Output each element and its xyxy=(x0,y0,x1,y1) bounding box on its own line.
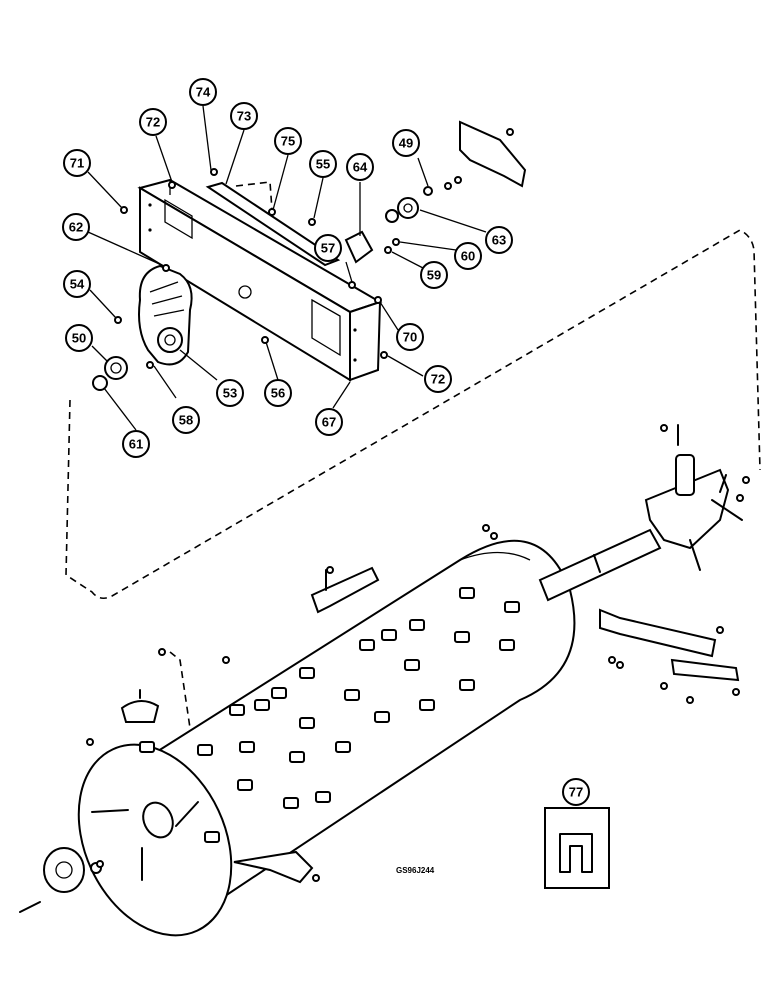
callout-label: 62 xyxy=(69,220,83,235)
callout-64: 64 xyxy=(346,153,374,181)
drawing-code: GS96J244 xyxy=(396,866,435,875)
drum-tines xyxy=(139,587,520,843)
callout-label: 67 xyxy=(322,415,336,430)
side-bar-lower xyxy=(670,658,740,682)
support-beam xyxy=(137,178,383,382)
callout-57: 57 xyxy=(314,234,342,262)
callout-71: 71 xyxy=(63,149,91,177)
callout-label: 75 xyxy=(281,134,295,149)
lower-bracket xyxy=(233,850,314,884)
drum-bracket xyxy=(310,566,380,614)
ring xyxy=(92,375,108,391)
mount-plate xyxy=(459,120,527,188)
callout-label: 74 xyxy=(196,85,211,100)
callout-label: 55 xyxy=(316,157,330,172)
callout-72: 72 xyxy=(139,108,167,136)
figure-reference-box xyxy=(544,807,610,889)
callout-label: 54 xyxy=(70,277,85,292)
callout-73: 73 xyxy=(230,102,258,130)
bearing-right xyxy=(397,197,419,219)
callout-label: 64 xyxy=(353,160,368,175)
callout-63: 63 xyxy=(485,226,513,254)
callout-label: 59 xyxy=(427,268,441,283)
drive-shaft xyxy=(538,424,743,602)
callout-label: 77 xyxy=(569,785,583,800)
callout-60: 60 xyxy=(454,242,482,270)
ring-right xyxy=(385,209,399,223)
callout-54: 54 xyxy=(63,270,91,298)
callout-72b: 72 xyxy=(424,365,452,393)
rotor-drum xyxy=(77,539,576,937)
callout-label: 49 xyxy=(399,136,413,151)
callout-55: 55 xyxy=(309,150,337,178)
callout-74: 74 xyxy=(189,78,217,106)
callout-label: 63 xyxy=(492,233,506,248)
callout-label: 73 xyxy=(237,109,251,124)
callout-label: 58 xyxy=(179,413,193,428)
side-bar-upper xyxy=(599,608,717,658)
tine-cap xyxy=(120,700,160,723)
callout-77: 77 xyxy=(562,778,590,806)
callout-50: 50 xyxy=(65,324,93,352)
callout-67: 67 xyxy=(315,408,343,436)
callout-53: 53 xyxy=(216,379,244,407)
callout-label: 61 xyxy=(129,437,143,452)
callout-58: 58 xyxy=(172,406,200,434)
strap xyxy=(205,181,341,267)
callout-70: 70 xyxy=(396,323,424,351)
hardware-lower xyxy=(86,424,750,868)
callout-label: 57 xyxy=(321,241,335,256)
end-housing xyxy=(138,264,193,366)
callout-label: 72 xyxy=(431,372,445,387)
callout-label: 60 xyxy=(461,249,475,264)
callout-label: 53 xyxy=(223,386,237,401)
bearing xyxy=(104,356,128,380)
callout-label: 72 xyxy=(146,115,160,130)
callout-59: 59 xyxy=(420,261,448,289)
leader-lines xyxy=(87,105,487,431)
callout-label: 70 xyxy=(403,330,417,345)
callout-56: 56 xyxy=(264,379,292,407)
callout-label: 50 xyxy=(72,331,86,346)
washer xyxy=(423,186,433,196)
callout-label: 71 xyxy=(70,156,84,171)
callout-61: 61 xyxy=(122,430,150,458)
callout-75: 75 xyxy=(274,127,302,155)
callout-label: 56 xyxy=(271,386,285,401)
bracket xyxy=(344,230,374,264)
callout-62: 62 xyxy=(62,213,90,241)
callout-49: 49 xyxy=(392,129,420,157)
alignment-line xyxy=(65,229,761,600)
hardware-upper xyxy=(114,168,462,369)
